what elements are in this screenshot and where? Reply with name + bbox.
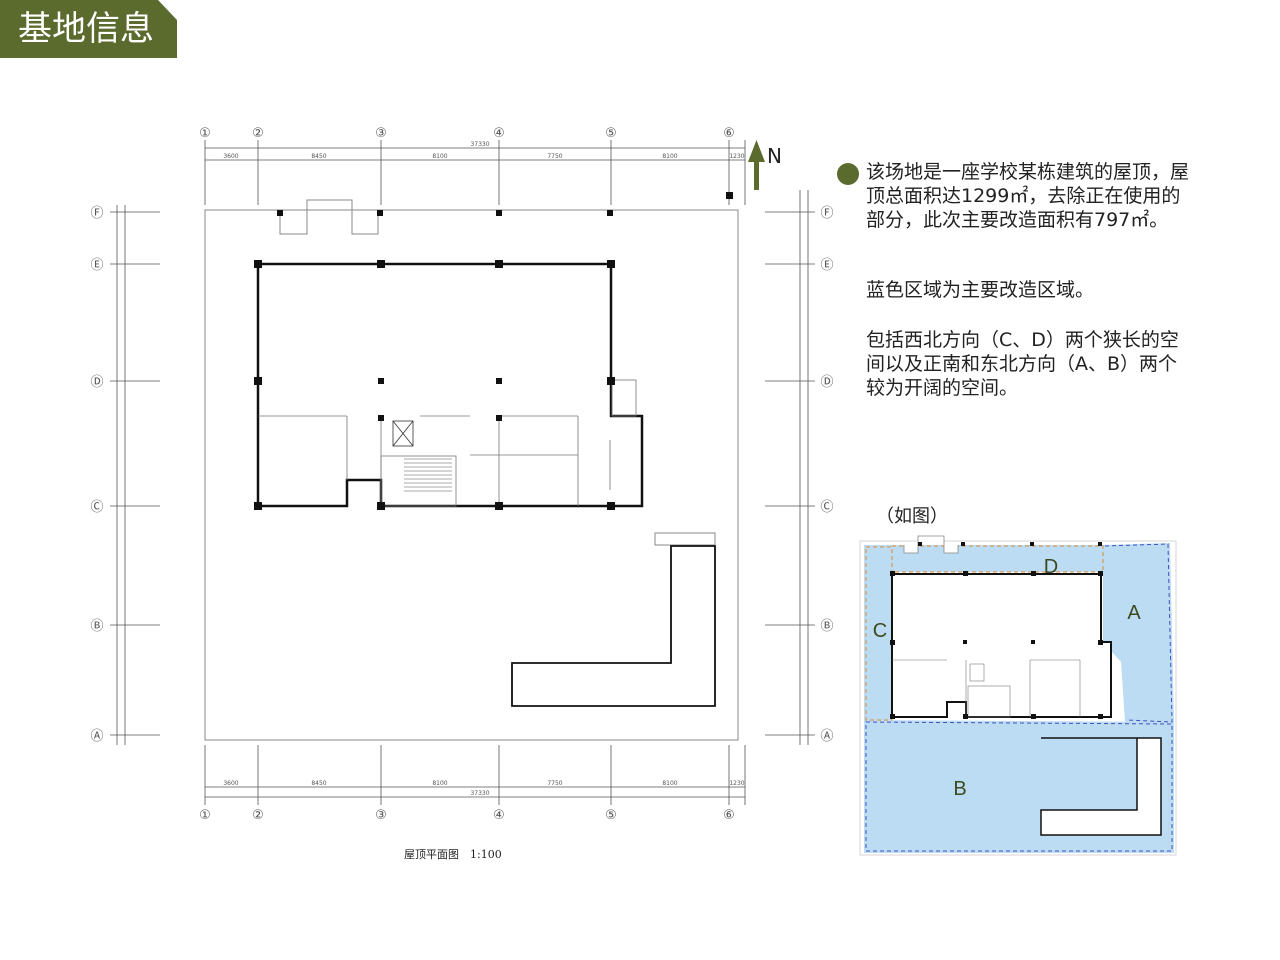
axis-left-d: Ⓓ bbox=[90, 375, 103, 390]
left-dimension-lines bbox=[110, 205, 160, 745]
north-label: N bbox=[767, 144, 782, 168]
description-para-1: 该场地是一座学校某栋建筑的屋顶，屋顶总面积达1299㎡，去除正在使用的部分，此次… bbox=[866, 161, 1190, 231]
description-para-3: 包括西北方向（C、D）两个狭长的空间以及正南和东北方向（A、B）两个较为开阔的空… bbox=[866, 329, 1179, 399]
axis-top-2: ② bbox=[252, 126, 264, 141]
structural-columns bbox=[254, 192, 733, 510]
axis-bottom-5: ⑤ bbox=[605, 808, 617, 823]
axis-right-a: Ⓐ bbox=[820, 729, 833, 744]
zone-label-a: A bbox=[1127, 602, 1141, 624]
axis-left-a: Ⓐ bbox=[90, 729, 103, 744]
axis-right-c: Ⓒ bbox=[820, 500, 833, 515]
description-para-2: 蓝色区域为主要改造区域。 bbox=[866, 279, 1095, 301]
axis-left-e: Ⓔ bbox=[90, 258, 103, 273]
axis-right-b: Ⓑ bbox=[820, 619, 833, 634]
dim-bottom-1: 3600 bbox=[223, 780, 238, 787]
staircase bbox=[404, 458, 452, 492]
dim-top-6: 1230 bbox=[729, 153, 744, 160]
elevator-icon bbox=[392, 420, 414, 447]
axis-left-c: Ⓒ bbox=[90, 500, 103, 515]
page-title: 基地信息 bbox=[0, 0, 177, 58]
zone-label-c: C bbox=[873, 620, 887, 642]
dim-bottom-total: 37330 bbox=[470, 790, 489, 797]
axis-right-e: Ⓔ bbox=[820, 258, 833, 273]
roof-parapet bbox=[204, 199, 739, 741]
plan-caption: 屋顶平面图 1:100 bbox=[404, 848, 502, 861]
reference-label: （如图） bbox=[876, 506, 948, 527]
interior-walls bbox=[258, 379, 637, 507]
axis-top-1: ① bbox=[199, 126, 211, 141]
axis-left-f: Ⓕ bbox=[90, 206, 103, 221]
axis-right-f: Ⓕ bbox=[820, 206, 833, 221]
zone-label-b: B bbox=[953, 778, 966, 800]
axis-bottom-4: ④ bbox=[493, 808, 505, 823]
dim-top-5: 8100 bbox=[662, 153, 677, 160]
zone-d-area bbox=[892, 545, 1103, 572]
zone-label-d: D bbox=[1044, 556, 1058, 578]
zone-c-area bbox=[864, 545, 892, 720]
bottom-dimension-lines bbox=[204, 745, 746, 805]
building-outline bbox=[256, 262, 644, 508]
zone-key-map: A B C D bbox=[859, 535, 1177, 856]
l-shaped-volume bbox=[511, 545, 716, 707]
dimension-values: 3600 8450 8100 7750 8100 1230 37330 3600… bbox=[223, 141, 744, 797]
bullet-dot bbox=[837, 163, 859, 185]
dim-top-2: 8450 bbox=[311, 153, 326, 160]
zone-a-area bbox=[1103, 543, 1174, 722]
dim-top-4: 7750 bbox=[547, 153, 562, 160]
dim-top-3: 8100 bbox=[432, 153, 447, 160]
axis-top-4: ④ bbox=[493, 126, 505, 141]
axis-bottom-6: ⑥ bbox=[723, 808, 735, 823]
dim-top-1: 3600 bbox=[223, 153, 238, 160]
north-arrow-icon bbox=[748, 140, 765, 190]
axis-labels: ① ② ③ ④ ⑤ ⑥ ① ② ③ ④ ⑤ ⑥ Ⓐ Ⓑ Ⓒ Ⓓ Ⓔ Ⓕ Ⓐ Ⓑ … bbox=[90, 126, 833, 823]
dim-top-total: 37330 bbox=[470, 141, 489, 148]
description-text: 该场地是一座学校某栋建筑的屋顶，屋顶总面积达1299㎡，去除正在使用的部分，此次… bbox=[866, 160, 1196, 426]
top-dimension-lines bbox=[204, 140, 746, 205]
right-dimension-lines bbox=[765, 190, 815, 745]
axis-bottom-1: ① bbox=[199, 808, 211, 823]
dim-bottom-5: 8100 bbox=[662, 780, 677, 787]
axis-right-d: Ⓓ bbox=[820, 375, 833, 390]
axis-bottom-2: ② bbox=[252, 808, 264, 823]
axis-bottom-3: ③ bbox=[375, 808, 387, 823]
dim-bottom-4: 7750 bbox=[547, 780, 562, 787]
axis-left-b: Ⓑ bbox=[90, 619, 103, 634]
dim-bottom-2: 8450 bbox=[311, 780, 326, 787]
axis-top-5: ⑤ bbox=[605, 126, 617, 141]
axis-top-3: ③ bbox=[375, 126, 387, 141]
dim-bottom-6: 1230 bbox=[729, 780, 744, 787]
axis-top-6: ⑥ bbox=[723, 126, 735, 141]
dim-bottom-3: 8100 bbox=[432, 780, 447, 787]
